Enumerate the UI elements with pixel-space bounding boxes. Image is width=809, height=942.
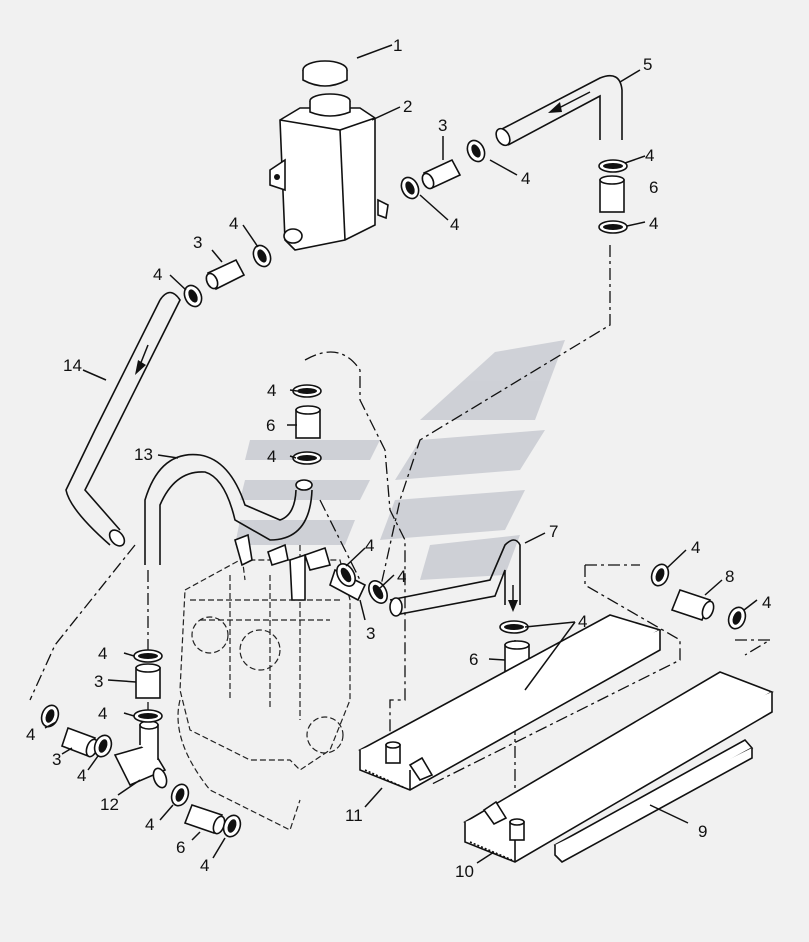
- keel-cooler-upper[interactable]: [358, 614, 663, 791]
- callout-2: 2: [403, 97, 412, 116]
- clamp: [598, 159, 628, 173]
- clamp: [727, 606, 747, 630]
- left-hose[interactable]: [65, 291, 181, 549]
- callout-13: 13: [134, 445, 153, 464]
- coupling-3-engine: [135, 663, 161, 699]
- clamp: [598, 220, 628, 234]
- callout-4: 4: [397, 567, 406, 586]
- coupling-8: [670, 589, 715, 621]
- callout-6: 6: [176, 838, 185, 857]
- callout-3: 3: [193, 233, 202, 252]
- callout-4: 4: [26, 725, 35, 744]
- clamp: [252, 244, 272, 268]
- callout-11: 11: [345, 806, 363, 825]
- callout-4: 4: [98, 704, 107, 723]
- callout-6: 6: [469, 650, 478, 669]
- callout-labels: 1 2 3 4 5 4 6 4 4 3 4 4 14 4 6 4 13 4 4 …: [26, 36, 771, 881]
- upper-hose[interactable]: [493, 74, 623, 148]
- clamp: [400, 176, 420, 200]
- clamp: [292, 451, 322, 465]
- clamp: [133, 649, 163, 663]
- callout-6: 6: [649, 178, 658, 197]
- callout-8: 8: [725, 567, 734, 586]
- clamp: [133, 709, 163, 723]
- callout-4: 4: [267, 447, 276, 466]
- callout-4: 4: [153, 265, 162, 284]
- coupling-6-bottom: [183, 804, 226, 835]
- clamp: [466, 139, 486, 163]
- callout-4: 4: [77, 766, 86, 785]
- cooler-strip[interactable]: [553, 738, 754, 863]
- coupling-3-left: [205, 258, 246, 291]
- callout-4: 4: [450, 215, 459, 234]
- callout-6: 6: [266, 416, 275, 435]
- middle-hose[interactable]: [144, 453, 313, 565]
- callout-12: 12: [100, 795, 119, 814]
- callout-4: 4: [578, 612, 587, 631]
- coupling-6-right: [599, 175, 625, 213]
- tee-fitting[interactable]: [113, 720, 169, 789]
- hose-clamps[interactable]: [39, 138, 749, 839]
- callout-4: 4: [145, 815, 154, 834]
- callout-4: 4: [521, 169, 530, 188]
- callout-4: 4: [691, 538, 700, 557]
- clamp: [499, 620, 529, 634]
- coupling-3-top: [421, 158, 462, 190]
- callout-4: 4: [229, 214, 238, 233]
- clamp: [292, 384, 322, 398]
- callout-14: 14: [63, 356, 82, 375]
- clamp: [170, 783, 190, 807]
- callout-3: 3: [438, 116, 447, 135]
- engine-fittings: [234, 533, 332, 601]
- leader-lines: [44, 44, 758, 864]
- callout-3: 3: [94, 672, 103, 691]
- callout-5: 5: [643, 55, 652, 74]
- lower-hose[interactable]: [389, 539, 521, 617]
- engine-block: [177, 539, 351, 831]
- clamp: [40, 704, 60, 728]
- clamp: [93, 734, 113, 758]
- clamp: [336, 563, 356, 587]
- coolant-reservoir[interactable]: [269, 93, 389, 251]
- clamp: [222, 814, 242, 838]
- callout-4: 4: [645, 146, 654, 165]
- callout-4: 4: [98, 644, 107, 663]
- clamp: [183, 284, 203, 308]
- callout-4: 4: [200, 856, 209, 875]
- coupling-6-middle: [295, 405, 321, 439]
- callout-10: 10: [455, 862, 474, 881]
- callout-1: 1: [393, 36, 402, 55]
- callout-4: 4: [267, 381, 276, 400]
- callout-4: 4: [762, 593, 771, 612]
- callout-4: 4: [365, 536, 374, 555]
- clamp: [650, 563, 670, 587]
- coupling-3-lower-left: [60, 726, 99, 758]
- callout-7: 7: [549, 522, 558, 541]
- watermark-logo: [235, 340, 565, 580]
- callout-4: 4: [649, 214, 658, 233]
- callout-9: 9: [698, 822, 707, 841]
- keel-cooler-lower[interactable]: [463, 671, 774, 863]
- reservoir-cap[interactable]: [302, 60, 348, 87]
- callout-3: 3: [52, 750, 61, 769]
- callout-3: 3: [366, 624, 375, 643]
